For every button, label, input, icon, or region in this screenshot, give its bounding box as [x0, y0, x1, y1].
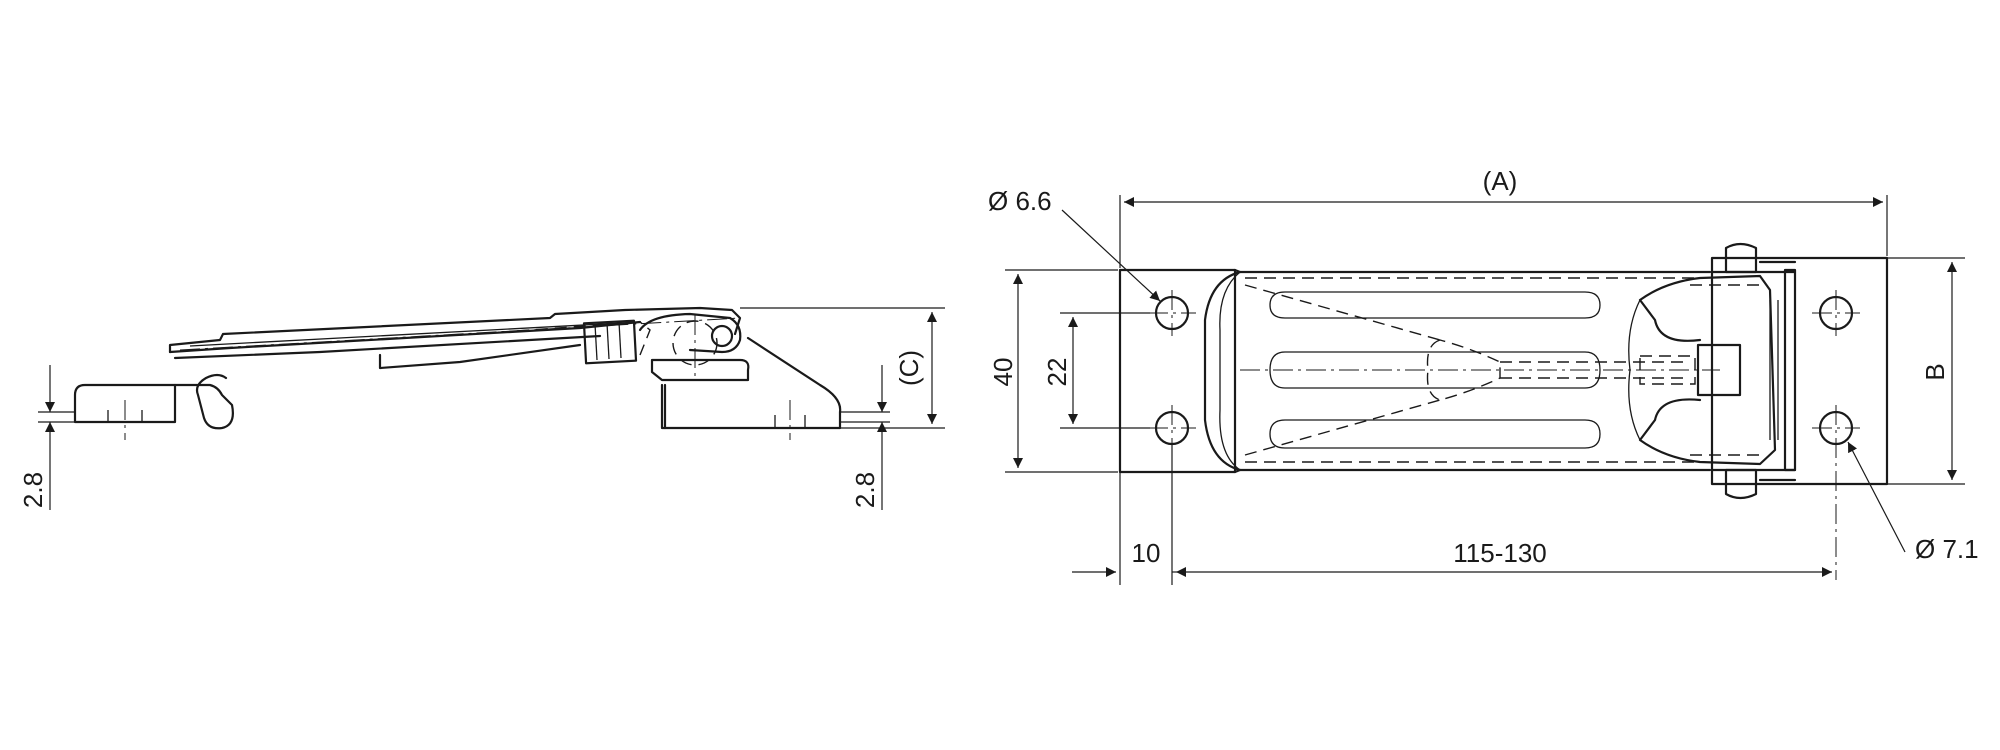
dimension-right-thickness: 2.8	[840, 365, 890, 510]
dimension-22-label: 22	[1042, 358, 1072, 387]
side-view: (C) 2.8 2.8	[18, 306, 945, 510]
latch-bracket	[650, 336, 842, 440]
hole-diameter-left-label: Ø 6.6	[988, 186, 1052, 216]
hole-diameter-right-label: Ø 7.1	[1915, 534, 1979, 564]
dimension-a-label: (A)	[1483, 166, 1518, 196]
dimension-10: 10	[1072, 445, 1176, 585]
dimension-b: B	[1887, 257, 1965, 485]
dimension-b-label: B	[1920, 363, 1950, 380]
lever-arm	[168, 306, 742, 380]
dimension-left-thickness-label: 2.8	[18, 472, 48, 508]
dimension-c-label: (C)	[894, 350, 924, 386]
hook-plate-top	[1118, 268, 1242, 474]
dimension-a: (A)	[1119, 166, 1888, 268]
latch-bracket-top	[1628, 242, 1889, 580]
dimension-40-label: 40	[988, 358, 1018, 387]
dimension-10-label: 10	[1132, 538, 1161, 568]
dimension-c: (C)	[740, 307, 945, 429]
dimension-115-130-label: 115-130	[1453, 538, 1547, 568]
leader-hole-left: Ø 6.6	[988, 186, 1161, 302]
dimension-22: 22	[1042, 312, 1150, 429]
hook-plate	[73, 373, 234, 440]
dimension-right-thickness-label: 2.8	[850, 472, 880, 508]
dimension-115-130: 115-130	[1176, 538, 1832, 577]
top-view: (A) B 40 22 10	[988, 166, 1979, 585]
dimension-40: 40	[988, 269, 1118, 473]
dimension-left-thickness: 2.8	[18, 365, 75, 510]
lever-body-top	[1238, 270, 1720, 472]
leader-hole-right: Ø 7.1	[1847, 441, 1979, 564]
